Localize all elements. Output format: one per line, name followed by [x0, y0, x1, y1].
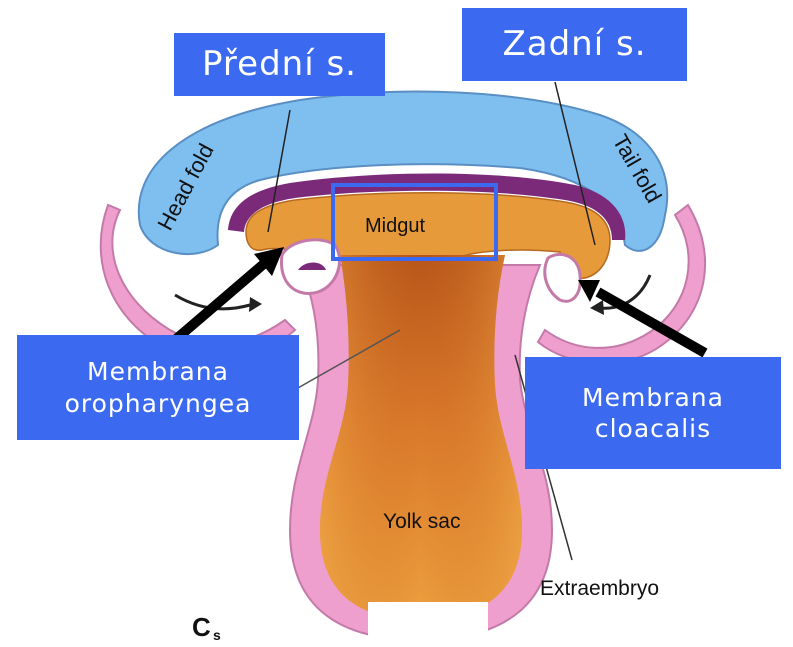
zadni-label-box: Zadní s. — [462, 8, 687, 81]
zadni-label: Zadní s. — [502, 23, 646, 66]
membrana-oropharyngea-box: Membrana oropharyngea — [17, 335, 299, 440]
yolk-sac-label: Yolk sac — [383, 510, 460, 533]
predni-label-box: Přední s. — [174, 33, 385, 96]
midgut-label: Midgut — [365, 215, 425, 237]
panel-subscript: s — [213, 627, 221, 642]
predni-label: Přední s. — [202, 43, 357, 86]
hindgut-pocket — [545, 254, 580, 301]
membrana-oro-line1: Membrana — [87, 356, 229, 387]
membrana-oro-line2: oropharyngea — [65, 388, 252, 419]
panel-letter: C — [192, 612, 211, 642]
membrana-clo-line1: Membrana — [582, 382, 724, 413]
extraembryo-label: Extraembryo — [540, 577, 659, 600]
white-patch — [368, 602, 488, 642]
membrana-cloacalis-box: Membrana cloacalis — [525, 357, 781, 469]
membrana-clo-line2: cloacalis — [595, 413, 711, 444]
